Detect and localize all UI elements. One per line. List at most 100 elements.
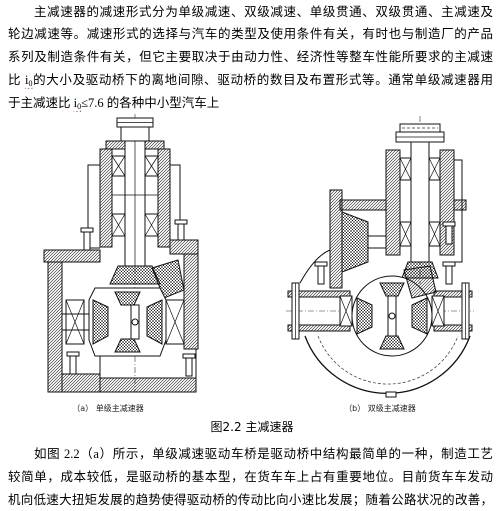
bottom-cover	[99, 377, 197, 393]
left-half-shaft	[62, 313, 89, 331]
bearing-cage-left-wall	[385, 149, 401, 256]
variable-subscript: 0	[77, 102, 82, 111]
left-side-gear	[92, 299, 109, 345]
intermediate-housing-wall	[329, 189, 343, 289]
paragraph1-line2: 轮边减速等。减速形式的选择与汽车的类型及使用条件有关，有时也与制造厂的产品	[8, 27, 493, 41]
housing-right-wall	[183, 253, 199, 350]
bolt-head	[442, 221, 456, 227]
intermediate-shaft	[368, 235, 386, 249]
bearing-cage-flange-left	[87, 164, 100, 249]
upper-right-bearing	[144, 155, 159, 177]
cover-side-lines	[99, 349, 197, 378]
bolt	[80, 227, 94, 251]
bearing-cross	[165, 299, 185, 345]
bolt-shank	[69, 355, 77, 375]
bolt	[174, 219, 188, 241]
lower-left-bearing	[399, 221, 412, 247]
upper-left-bearing	[399, 157, 412, 181]
upper-planet-gear	[379, 282, 405, 297]
housing-bottom-left	[61, 373, 101, 393]
text-segment: 的大小及驱动桥下的离地间隙、驱动桥的数目及布置形式等。通常单级减速器用	[32, 73, 493, 87]
bearing-cross	[428, 157, 441, 181]
outer-housing-right	[454, 159, 463, 263]
bearing-cross	[399, 221, 412, 247]
bearing-cross	[399, 157, 412, 181]
differential-hub	[131, 318, 139, 326]
variable-symbol: i	[73, 96, 78, 110]
figure-caption: 图2.2 主减速器	[210, 420, 294, 434]
variable-symbol: i	[24, 73, 29, 87]
variable-i0: i0	[24, 73, 32, 88]
housing-left-wall	[47, 261, 63, 393]
paragraph1-line4: 比 i0的大小及驱动桥下的离地间隙、驱动桥的数目及布置形式等。通常单级减速器用	[8, 72, 493, 89]
bearing-cross	[111, 155, 126, 177]
housing-top-flange-right	[169, 239, 199, 255]
figure-main-reducer-drawings	[43, 114, 474, 398]
bearing-cross	[431, 295, 445, 327]
bearing-cage-right-wall	[157, 148, 171, 248]
bolt-shank	[83, 231, 91, 251]
paragraph1-line3: 系列及制造条件有关，但它主要取决于由动力性、经济性等整车性能所要求的主减速	[8, 50, 493, 64]
input-shaft-neck	[120, 126, 150, 142]
lower-right-bearing	[428, 221, 441, 247]
left-differential-bearing	[65, 299, 85, 345]
drain-plug	[385, 391, 397, 398]
left-side-gear	[356, 297, 373, 335]
lower-right-bearing	[144, 213, 159, 237]
single-stage-reducer-drawing	[43, 114, 199, 393]
paragraph2-line2: 较简单，成本较低，是驱动桥的基本型，在货车车上占有重要地位。目前货车车发动	[8, 470, 493, 484]
housing-top-flange-left	[43, 249, 101, 263]
subfigure-label-b: （b） 双级主减速器	[344, 404, 416, 413]
bolt-head	[182, 353, 196, 359]
housing-left-contour	[299, 249, 331, 284]
second-stage-driven-gear	[403, 265, 437, 299]
subfigure-label-a: （a） 单级主减速器	[72, 404, 144, 413]
double-stage-reducer-drawing	[286, 116, 474, 398]
bearing-cross	[144, 213, 159, 237]
bolt-head	[174, 219, 188, 225]
bolt	[442, 261, 456, 285]
upper-housing-flange-left	[339, 199, 387, 211]
text-segment: 于主减速比	[8, 96, 74, 110]
bolt-shank	[445, 265, 453, 285]
upper-right-bearing	[428, 157, 441, 181]
lower-left-bearing	[111, 213, 126, 237]
bolt	[182, 353, 196, 377]
upper-left-bearing	[111, 155, 126, 177]
right-axle-tube-upper-wall	[433, 290, 473, 298]
bolt-shank	[177, 223, 185, 241]
bolt	[66, 351, 80, 375]
right-side-gear	[411, 297, 428, 335]
right-axle-tube-lower-wall	[433, 324, 473, 332]
bolt-head	[442, 261, 456, 267]
paragraph1-line5: 于主减速比 i0≤7.6 的各种中小型汽车上	[8, 95, 493, 112]
paragraph1-line1: 主减速器的减速形式分为单级减速、双级减速、单级贯通、双级贯通、主减速及	[34, 5, 493, 19]
variable-i0: i0	[73, 96, 82, 111]
lower-planet-gear	[379, 335, 405, 350]
differential-case	[88, 287, 167, 357]
input-shaft	[410, 141, 430, 263]
text-segment: 比	[8, 73, 25, 87]
text-segment: ≤7.6 的各种中小型汽车上	[81, 96, 220, 110]
bolt	[314, 261, 328, 285]
bolt-shank	[317, 265, 325, 285]
left-axle-tube-lower-wall	[287, 324, 351, 332]
bolt-shank	[445, 225, 453, 245]
bearing-cross	[65, 299, 85, 345]
intermediate-bevel-gear	[341, 211, 369, 273]
bearing-cross	[428, 221, 441, 247]
right-side-gear	[146, 299, 163, 345]
bearing-cross	[111, 213, 126, 237]
bolt-head	[66, 351, 80, 357]
left-axle-tube-upper-wall	[287, 290, 351, 298]
right-differential-bearing	[165, 299, 185, 345]
paragraph2-line3: 机向低速大扭矩发展的趋势使得驱动桥的传动比向小速比发展；随着公路状况的改善，	[8, 493, 493, 507]
bearing-cage-left-wall	[99, 148, 113, 248]
bearing-cage-flange-right	[170, 164, 181, 240]
bolt	[442, 221, 456, 245]
right-differential-bearing	[431, 295, 445, 327]
bolt-head	[314, 261, 328, 267]
differential-hub	[388, 312, 396, 320]
paragraph2-line1: 如图 2.2（a）所示，单级减速驱动车桥是驱动桥中结构最简单的一种，制造工艺	[34, 447, 493, 461]
bolt-shank	[185, 357, 193, 377]
